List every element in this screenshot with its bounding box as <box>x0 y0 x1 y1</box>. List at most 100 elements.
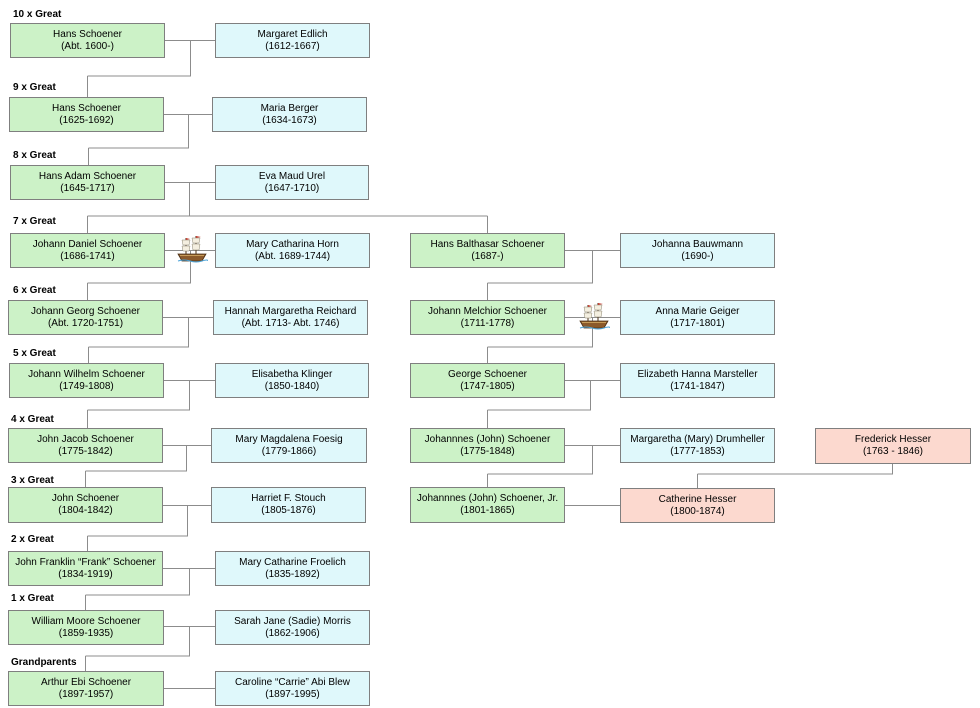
person-box: Hans Adam Schoener (1645-1717) <box>10 165 165 200</box>
generation-label: 6 x Great <box>13 285 56 296</box>
person-dates: (1687-) <box>471 250 504 262</box>
person-name: Hans Schoener <box>53 28 122 40</box>
generation-label: 8 x Great <box>13 150 56 161</box>
person-box: Caroline “Carrie” Abi Blew (1897-1995) <box>215 671 370 706</box>
person-name: Elizabeth Hanna Marsteller <box>637 368 758 380</box>
person-box: Mary Magdalena Foesig (1779-1866) <box>211 428 367 463</box>
sailing-ship-icon <box>579 303 610 330</box>
person-box: Hans Schoener (1625-1692) <box>9 97 164 132</box>
person-name: Johann Georg Schoener <box>31 305 140 317</box>
person-name: Johann Wilhelm Schoener <box>28 368 145 380</box>
person-box: Arthur Ebi Schoener (1897-1957) <box>8 671 164 706</box>
person-name: Anna Marie Geiger <box>655 305 740 317</box>
person-dates: (1749-1808) <box>59 380 114 392</box>
person-box: Mary Catharine Froelich (1835-1892) <box>215 551 370 586</box>
person-name: Arthur Ebi Schoener <box>40 676 132 688</box>
person-box: Hans Schoener (Abt. 1600-) <box>10 23 165 58</box>
person-name: Margaret Edlich <box>257 28 328 40</box>
person-name: John Schoener <box>51 493 120 504</box>
person-dates: (1800-1874) <box>670 505 725 517</box>
person-dates: (Abt. 1720-1751) <box>47 317 124 329</box>
person-box: Anna Marie Geiger (1717-1801) <box>620 300 775 335</box>
person-dates: (1777-1853) <box>670 445 725 457</box>
person-name: Johanna Bauwmann <box>651 238 744 250</box>
generation-label: 7 x Great <box>13 216 56 227</box>
person-dates: (1717-1801) <box>670 317 725 329</box>
generation-label: 5 x Great <box>13 348 56 359</box>
person-box: Margaret Edlich (1612-1667) <box>215 23 370 58</box>
person-dates: (1625-1692) <box>59 114 114 126</box>
person-name: Harriet F. Stouch <box>251 493 326 504</box>
person-box: John Schoener (1804-1842) <box>8 487 163 523</box>
person-box: Frederick Hesser (1763 - 1846) <box>815 428 971 464</box>
person-dates: (1634-1673) <box>262 114 317 126</box>
generation-label: 1 x Great <box>11 593 54 604</box>
person-name: Johannnes (John) Schoener, Jr. <box>416 493 559 504</box>
person-dates: (1775-1842) <box>58 445 113 457</box>
person-box: Sarah Jane (Sadie) Morris (1862-1906) <box>215 610 370 645</box>
person-name: George Schoener <box>448 368 527 380</box>
person-name: Mary Catharine Froelich <box>239 556 346 568</box>
person-name: Margaretha (Mary) Drumheller <box>630 433 765 445</box>
person-dates: (1862-1906) <box>265 627 320 639</box>
person-box: Eva Maud Urel (1647-1710) <box>215 165 369 200</box>
person-dates: (1859-1935) <box>58 627 114 639</box>
person-box: Harriet F. Stouch (1805-1876) <box>211 487 366 523</box>
generation-label: 4 x Great <box>11 414 54 425</box>
person-name: Johann Daniel Schoener <box>32 238 143 250</box>
person-dates: (1801-1865) <box>460 505 515 516</box>
person-dates: (1747-1805) <box>460 380 515 392</box>
person-box: Elisabetha Klinger (1850-1840) <box>215 363 369 398</box>
person-dates: (1647-1710) <box>264 182 320 194</box>
person-dates: (1741-1847) <box>670 380 725 392</box>
person-dates: (1834-1919) <box>58 568 113 580</box>
person-dates: (1612-1667) <box>265 40 320 52</box>
person-dates: (1775-1848) <box>460 445 515 457</box>
person-name: Mary Magdalena Foesig <box>235 433 343 445</box>
person-box: Hannah Margaretha Reichard (Abt. 1713- A… <box>213 300 368 335</box>
generation-label: 2 x Great <box>11 534 54 545</box>
person-dates: (1805-1876) <box>261 505 316 516</box>
person-dates: (1645-1717) <box>60 182 115 194</box>
generation-label: 3 x Great <box>11 475 54 486</box>
person-box: Maria Berger (1634-1673) <box>212 97 367 132</box>
person-box: Catherine Hesser (1800-1874) <box>620 488 775 523</box>
person-box: Margaretha (Mary) Drumheller (1777-1853) <box>620 428 775 463</box>
person-dates: (1779-1866) <box>261 445 317 457</box>
generation-label: 10 x Great <box>13 9 62 20</box>
person-dates: (1804-1842) <box>58 505 113 516</box>
person-dates: (Abt. 1600-) <box>61 40 114 52</box>
person-box: Johann Daniel Schoener (1686-1741) <box>10 233 165 268</box>
person-name: William Moore Schoener <box>31 615 141 627</box>
person-dates: (1686-1741) <box>60 250 115 262</box>
person-box: Johanna Bauwmann (1690-) <box>620 233 775 268</box>
person-dates: (1690-) <box>681 250 714 262</box>
person-box: Johann Wilhelm Schoener (1749-1808) <box>9 363 164 398</box>
person-name: John Jacob Schoener <box>37 433 134 445</box>
person-name: Sarah Jane (Sadie) Morris <box>234 615 351 627</box>
generation-label: 9 x Great <box>13 82 56 93</box>
person-box: Mary Catharina Horn (Abt. 1689-1744) <box>215 233 370 268</box>
generation-label: Grandparents <box>11 657 77 668</box>
person-name: Hans Balthasar Schoener <box>430 238 545 250</box>
person-dates: (1850-1840) <box>264 380 320 392</box>
person-dates: (1711-1778) <box>460 317 515 329</box>
person-name: Elisabetha Klinger <box>251 368 333 380</box>
person-box: Johannnes (John) Schoener, Jr. (1801-186… <box>410 487 565 523</box>
person-name: Hannah Margaretha Reichard <box>224 305 357 317</box>
person-name: Eva Maud Urel <box>258 170 326 182</box>
person-box: John Jacob Schoener (1775-1842) <box>8 428 163 463</box>
person-name: Johann Melchior Schoener <box>428 305 547 317</box>
person-box: George Schoener (1747-1805) <box>410 363 565 398</box>
person-box: Hans Balthasar Schoener (1687-) <box>410 233 565 268</box>
person-box: William Moore Schoener (1859-1935) <box>8 610 164 645</box>
person-box: Johann Georg Schoener (Abt. 1720-1751) <box>8 300 163 335</box>
person-name: Maria Berger <box>260 102 319 114</box>
person-box: Johann Melchior Schoener (1711-1778) <box>410 300 565 335</box>
person-dates: (1897-1957) <box>58 688 114 700</box>
person-dates: (1763 - 1846) <box>862 446 924 457</box>
person-box: Johannnes (John) Schoener (1775-1848) <box>410 428 565 463</box>
person-dates: (1835-1892) <box>265 568 320 580</box>
person-name: Caroline “Carrie” Abi Blew <box>234 676 351 688</box>
